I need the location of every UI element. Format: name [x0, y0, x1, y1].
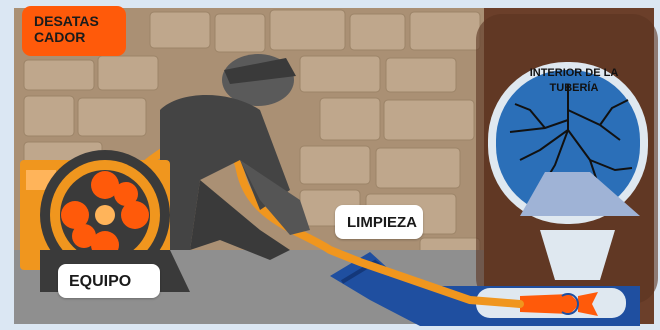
title-line-1: DESATAS: [34, 13, 124, 29]
equipment-label: EQUIPO: [69, 273, 131, 291]
cleaning-label-box: LIMPIEZA: [335, 205, 423, 239]
pipe-interior-title-line-1: INTERIOR DE LA: [524, 66, 624, 81]
cutter-head-icon: [520, 292, 598, 316]
title-badge-text: DESATAS CADOR: [34, 13, 124, 45]
cleaning-label: LIMPIEZA: [347, 214, 417, 231]
title-line-2: CADOR: [34, 29, 124, 45]
pipe-interior-title: INTERIOR DE LA TUBERÍA: [524, 66, 624, 96]
pipe-interior-title-line-2: TUBERÍA: [524, 81, 624, 96]
equipment-label-box: EQUIPO: [58, 264, 160, 298]
